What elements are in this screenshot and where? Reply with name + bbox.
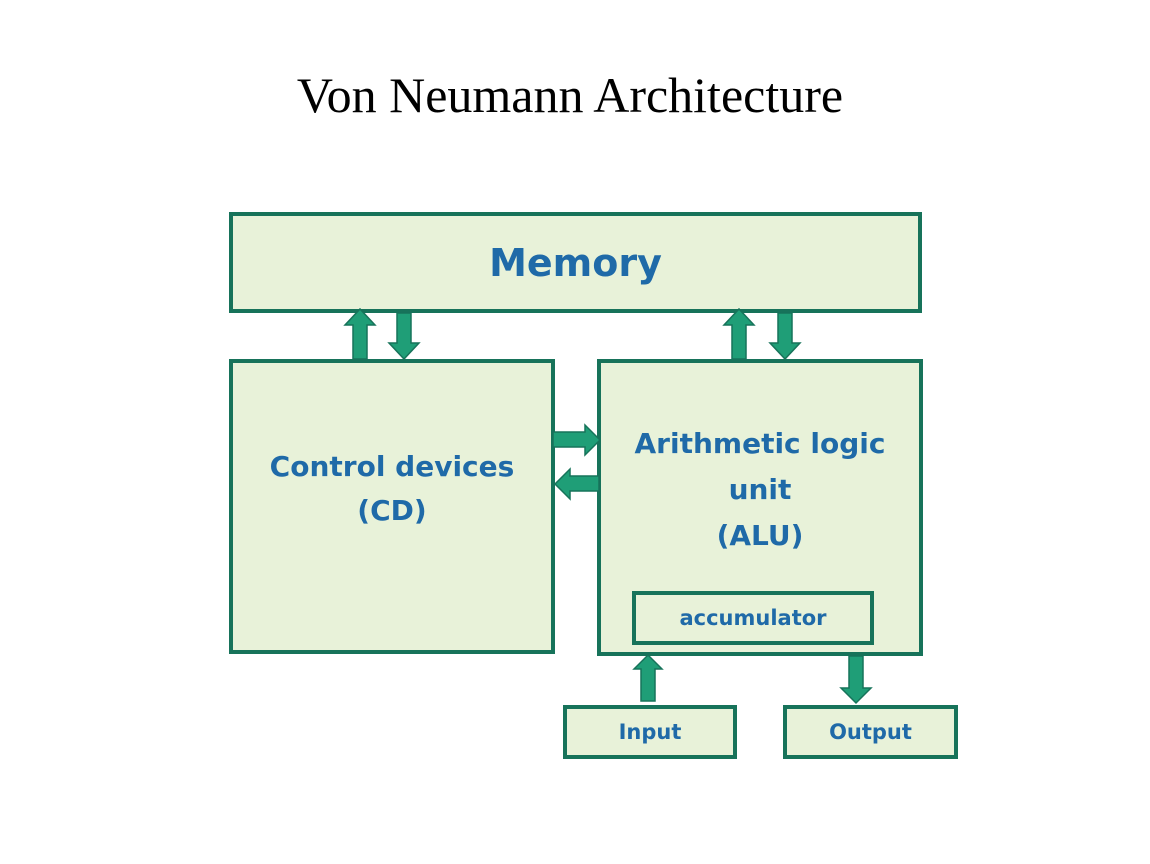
output-block: Output xyxy=(783,705,958,759)
arrow-alu-to-output xyxy=(839,655,873,705)
output-label: Output xyxy=(829,720,912,744)
arrow-alu-to-memory xyxy=(722,307,756,360)
memory-block: Memory xyxy=(229,212,922,313)
input-block: Input xyxy=(563,705,737,759)
accumulator-label: accumulator xyxy=(679,606,827,630)
alu-label-line2: unit xyxy=(728,473,792,506)
arrow-cd-to-memory xyxy=(343,307,377,360)
arrow-memory-to-alu xyxy=(768,312,802,361)
control-devices-label: Control devices xyxy=(269,449,515,483)
control-devices-abbr: (CD) xyxy=(357,493,427,527)
arrow-alu-to-cd xyxy=(553,467,600,501)
accumulator-block: accumulator xyxy=(632,591,874,645)
control-devices-block: Control devices (CD) xyxy=(229,359,555,654)
diagram-title: Von Neumann Architecture xyxy=(296,67,844,123)
alu-abbr: (ALU) xyxy=(716,519,804,552)
alu-label-line1: Arithmetic logic xyxy=(634,427,886,460)
input-label: Input xyxy=(618,720,682,744)
arrow-input-to-accumulator xyxy=(632,653,664,702)
arrow-cd-to-alu xyxy=(552,423,602,457)
memory-label: Memory xyxy=(489,240,662,285)
arrow-memory-to-cd xyxy=(387,312,421,361)
